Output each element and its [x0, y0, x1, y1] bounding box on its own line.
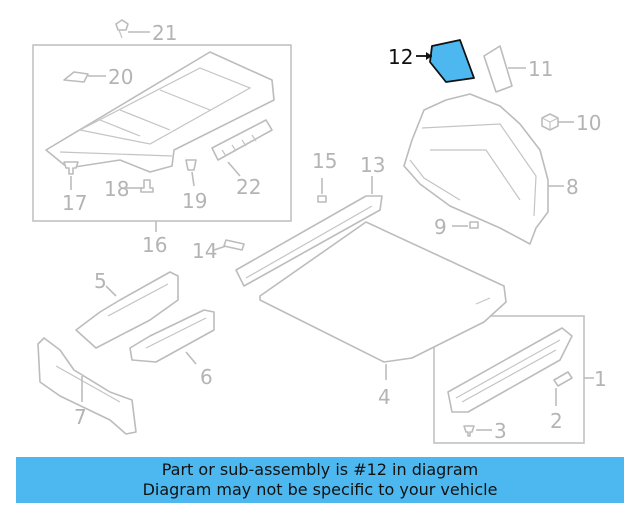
- part-15-bolt: [317, 195, 327, 203]
- part-10-nut: [541, 113, 559, 131]
- leader-12-arrowhead: [426, 52, 432, 60]
- part-12-highlighted: [429, 39, 475, 83]
- callout-5: 5: [94, 269, 107, 293]
- leader-22: [227, 161, 241, 177]
- group-box-1: [433, 315, 585, 444]
- part-3-clip: [463, 425, 475, 437]
- leader-19: [191, 171, 195, 187]
- callout-18: 18: [104, 177, 129, 201]
- callout-17: 17: [62, 191, 87, 215]
- part-7-panel: [37, 337, 137, 435]
- part-1-scuff-plate: [447, 327, 573, 413]
- callout-3: 3: [494, 419, 507, 443]
- part-5-bracket: [75, 271, 179, 349]
- leader-6: [185, 351, 197, 365]
- callout-7: 7: [74, 405, 87, 429]
- callout-15: 15: [312, 149, 337, 173]
- part-8-side-trim: [403, 93, 549, 245]
- callout-21: 21: [152, 21, 177, 45]
- banner-line-2: Diagram may not be specific to your vehi…: [142, 480, 498, 499]
- callout-19: 19: [182, 189, 207, 213]
- callout-12: 12: [388, 45, 413, 69]
- part-4-floor-mat: [259, 221, 507, 363]
- callout-11: 11: [528, 57, 553, 81]
- part-21-screw: [115, 19, 129, 39]
- callout-6: 6: [200, 365, 213, 389]
- part-20-clip: [63, 71, 89, 83]
- part-17-clip: [63, 161, 79, 175]
- part-22-bracket: [211, 119, 273, 161]
- part-14-clip: [223, 239, 245, 251]
- callout-10: 10: [576, 111, 601, 135]
- callout-20: 20: [108, 65, 133, 89]
- callout-14: 14: [192, 239, 217, 263]
- part-13-sill-trim: [235, 195, 383, 287]
- callout-9: 9: [434, 215, 447, 239]
- part-2-clip: [553, 371, 573, 387]
- banner-line-1: Part or sub-assembly is #12 in diagram: [161, 460, 479, 479]
- leader-14: [213, 245, 227, 251]
- callout-4: 4: [378, 385, 391, 409]
- part-19-clip: [185, 159, 197, 171]
- callout-8: 8: [566, 175, 579, 199]
- callout-16: 16: [142, 233, 167, 257]
- part-18-bolt: [140, 179, 154, 193]
- callout-22: 22: [236, 175, 261, 199]
- parts-diagram: 21 20 22 17 18 19 16 12 11 10: [32, 19, 607, 444]
- part-11-panel: [483, 45, 513, 93]
- part-6-bracket: [129, 309, 215, 363]
- callout-2: 2: [550, 409, 563, 433]
- part-16-package-tray: [45, 51, 275, 173]
- part-9-clip: [469, 221, 479, 229]
- group-box-16: [32, 44, 292, 222]
- leader-5: [105, 285, 117, 297]
- callout-1: 1: [594, 367, 607, 391]
- callout-13: 13: [360, 153, 385, 177]
- info-banner: Part or sub-assembly is #12 in diagram D…: [16, 457, 624, 503]
